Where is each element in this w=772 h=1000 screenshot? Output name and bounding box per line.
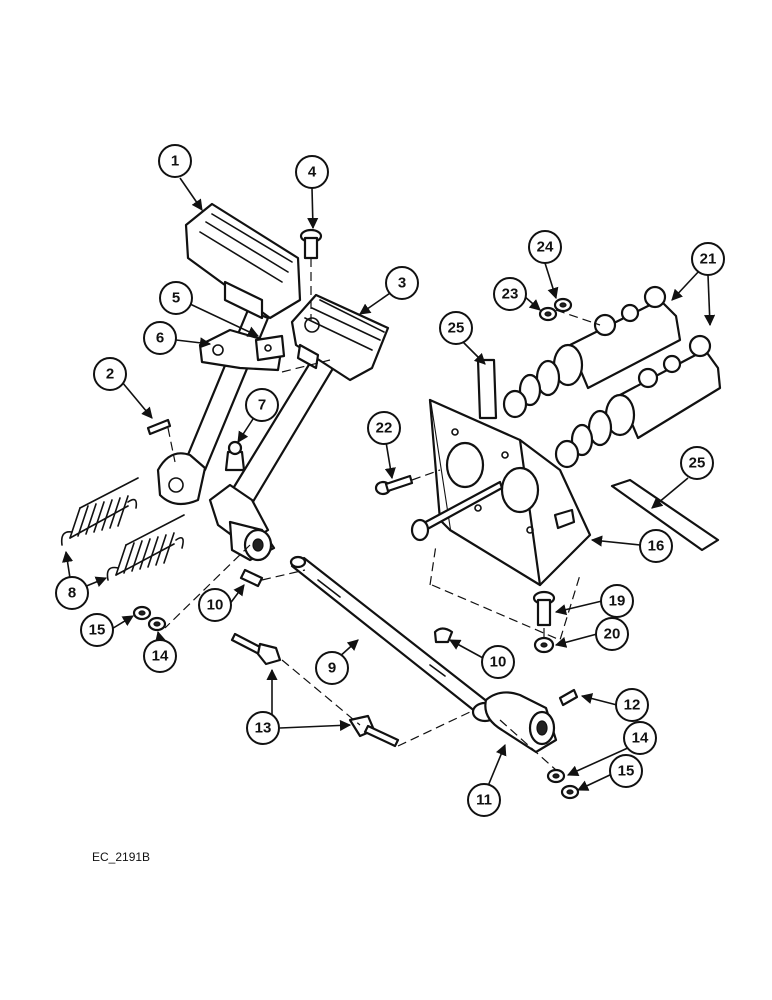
callout-label: 19 bbox=[609, 593, 626, 610]
callout-label: 25 bbox=[689, 455, 706, 472]
callout-19: 19 bbox=[600, 584, 634, 618]
callout-20: 20 bbox=[595, 617, 629, 651]
return-spring-upper bbox=[60, 477, 139, 546]
callout-label: 5 bbox=[172, 290, 180, 307]
callout-label: 23 bbox=[502, 286, 519, 303]
callout-25-right: 25 bbox=[680, 446, 714, 480]
callout-label: 21 bbox=[700, 251, 717, 268]
seal-strip-25-vertical bbox=[476, 358, 498, 420]
callout-22: 22 bbox=[367, 411, 401, 445]
washer-20 bbox=[533, 636, 555, 654]
adjuster-bolt-13-upper bbox=[230, 632, 282, 666]
mounting-bracket-16 bbox=[428, 398, 592, 587]
callout-3: 3 bbox=[385, 266, 419, 300]
key-10-left bbox=[239, 568, 264, 588]
pin-4 bbox=[299, 228, 323, 260]
callout-25-upper: 25 bbox=[439, 311, 473, 345]
master-cylinder-21-upper bbox=[502, 285, 682, 419]
washer-23 bbox=[538, 306, 558, 322]
callout-1: 1 bbox=[158, 144, 192, 178]
bolt-22 bbox=[374, 474, 414, 496]
callout-label: 3 bbox=[398, 275, 406, 292]
callout-label: 24 bbox=[537, 239, 554, 256]
callout-14-left: 14 bbox=[143, 639, 177, 673]
assembly-lines bbox=[164, 258, 601, 771]
callout-label: 1 bbox=[171, 153, 179, 170]
callout-15-left: 15 bbox=[80, 613, 114, 647]
callout-label: 11 bbox=[476, 792, 492, 809]
callout-label: 15 bbox=[89, 622, 106, 639]
callout-label: 13 bbox=[255, 720, 272, 737]
callout-label: 16 bbox=[648, 538, 665, 555]
callout-label: 4 bbox=[308, 164, 317, 181]
key-10-right bbox=[433, 627, 454, 644]
figure-reference: EC_2191B bbox=[92, 850, 150, 864]
callout-14-right: 14 bbox=[623, 721, 657, 755]
callout-23: 23 bbox=[493, 277, 527, 311]
grease-nipple-7 bbox=[224, 440, 246, 472]
callout-10-left: 10 bbox=[198, 588, 232, 622]
callout-10-right: 10 bbox=[481, 645, 515, 679]
callout-12: 12 bbox=[615, 688, 649, 722]
cross-shaft-9 bbox=[289, 555, 500, 723]
washer-15-left bbox=[132, 605, 152, 621]
callout-label: 9 bbox=[328, 660, 336, 677]
callout-label: 6 bbox=[156, 330, 164, 347]
roll-pin-12 bbox=[558, 688, 579, 707]
callout-label: 20 bbox=[604, 626, 621, 643]
roll-pin-2 bbox=[146, 418, 172, 436]
return-spring-lower bbox=[106, 514, 185, 581]
callout-label: 2 bbox=[106, 366, 114, 383]
callout-label: 14 bbox=[632, 730, 649, 747]
nut-15-right bbox=[560, 784, 580, 800]
washer-14-right bbox=[546, 768, 566, 784]
callout-4: 4 bbox=[295, 155, 329, 189]
callout-7: 7 bbox=[245, 388, 279, 422]
washer-14-left bbox=[147, 616, 167, 632]
callout-label: 25 bbox=[448, 320, 465, 337]
callout-16: 16 bbox=[639, 529, 673, 563]
callout-label: 22 bbox=[376, 420, 393, 437]
bracket-5 bbox=[254, 334, 286, 362]
callout-5: 5 bbox=[159, 281, 193, 315]
callout-11: 11 bbox=[467, 783, 501, 817]
callout-8: 8 bbox=[55, 576, 89, 610]
callout-label: 10 bbox=[207, 597, 224, 614]
pedal-pad-1 bbox=[184, 202, 302, 320]
callout-label: 7 bbox=[258, 397, 266, 414]
push-rod bbox=[410, 480, 504, 542]
pedal-pad-3 bbox=[290, 293, 390, 382]
adjuster-bolt-13-lower bbox=[348, 714, 400, 748]
callout-label: 10 bbox=[490, 654, 507, 671]
callout-13: 13 bbox=[246, 711, 280, 745]
callout-label: 12 bbox=[624, 697, 641, 714]
leader-lines bbox=[61, 177, 716, 791]
seal-strip-25-horizontal bbox=[610, 478, 720, 552]
callout-24: 24 bbox=[528, 230, 562, 264]
callout-6: 6 bbox=[143, 321, 177, 355]
callout-15-right: 15 bbox=[609, 754, 643, 788]
callout-label: 14 bbox=[152, 648, 169, 665]
master-cylinder-21-lower bbox=[554, 334, 722, 469]
bolt-19 bbox=[532, 590, 556, 627]
lever-11 bbox=[484, 691, 558, 754]
pivot-bush bbox=[228, 520, 276, 562]
callout-9: 9 bbox=[315, 651, 349, 685]
callout-label: 15 bbox=[618, 763, 635, 780]
nut-24 bbox=[553, 297, 573, 313]
callout-21: 21 bbox=[691, 242, 725, 276]
callout-2: 2 bbox=[93, 357, 127, 391]
callout-label: 8 bbox=[68, 585, 76, 602]
